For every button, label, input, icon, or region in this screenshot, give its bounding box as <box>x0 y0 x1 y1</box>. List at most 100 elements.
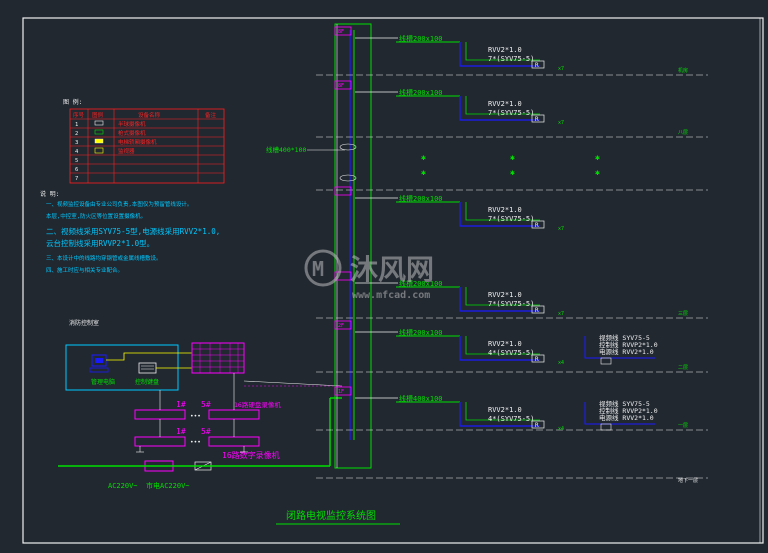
dvr-1 <box>134 409 186 420</box>
branch-extra-label: 视频线 SYV75-5 <box>599 333 650 342</box>
legend-row-no: 6 <box>75 167 78 173</box>
cable-label: 4*(SYV75-5) <box>488 349 534 357</box>
terminal-box <box>531 220 545 229</box>
terminal-box <box>600 357 612 365</box>
terminal-label: R <box>535 222 539 229</box>
break-mark: ✱ <box>595 168 600 177</box>
basement-label: 地下一层 <box>678 477 698 484</box>
terminal-box <box>531 354 545 363</box>
pc-keyboard-icon <box>89 367 109 373</box>
cable-drop <box>459 336 540 361</box>
terminal-box <box>531 60 545 69</box>
pc-screen <box>95 358 103 363</box>
legend-header-remark: 备注 <box>205 111 217 119</box>
legend-row-no: 2 <box>75 131 78 137</box>
power-drop <box>465 96 540 115</box>
watermark-logo-icon <box>304 249 342 287</box>
junction-box <box>334 186 352 196</box>
junction-box <box>334 271 352 281</box>
watermark: M 沐风网 www.mfcad.com <box>304 249 434 301</box>
cable-drop <box>459 42 540 67</box>
notes-heading: 说 明: <box>40 190 59 198</box>
legend-row-no: 5 <box>75 158 78 164</box>
camera-count: x7 <box>558 311 564 317</box>
floor-label: 机房 <box>678 67 688 74</box>
elevator-camera-icon <box>94 138 104 144</box>
branch-extra-label: 控制线 RVVP2*1.0 <box>599 406 658 415</box>
control-keyboard-icon <box>138 362 157 374</box>
power-drop <box>465 287 540 306</box>
junction-box <box>334 320 352 330</box>
branch-extra-label: 视频线 SYV75-5 <box>599 399 650 408</box>
notes-line: 云台控制线采用RVVP2*1.0型。 <box>46 238 154 248</box>
tray-label: 线槽400x100 <box>399 394 443 403</box>
notes-line: 一、视频监控设备由专业公司负责,本图仅为预留管线设计。 <box>46 200 192 208</box>
cable-label: RVV2*1.0 <box>488 291 522 299</box>
video-matrix-rack <box>191 342 245 374</box>
cable-drop <box>459 96 540 121</box>
notes-line: 四、施工时应与相关专业配合。 <box>46 266 123 274</box>
cable-label: RVV2*1.0 <box>488 340 522 348</box>
legend-row-name: 半球摄像机 <box>118 120 146 128</box>
rack-grid <box>192 343 244 373</box>
floor-label: 二层 <box>678 365 688 371</box>
floor-label: 八层 <box>678 130 688 136</box>
terminal-box <box>531 114 545 123</box>
terminal-box <box>531 420 545 429</box>
camera-count: x7 <box>558 120 564 126</box>
dvr-type-label: 16路硬盘录像机 <box>234 400 281 409</box>
control-room-label: 消防控制室 <box>69 319 99 327</box>
operator-desk-box <box>65 344 179 391</box>
legend-row-no: 4 <box>75 149 79 155</box>
riser-diagram: 线槽400*100 ✱ ✱ ✱ ✱ ✱ ✱ 地下一层 机房8F线槽200x100… <box>266 23 708 484</box>
branch-extra-label: 电源线 RVV2*1.0 <box>599 413 654 422</box>
trunk-label: 线槽400*100 <box>266 145 306 154</box>
design-notes: 说 明: 一、视频监控设备由专业公司负责,本图仅为预留管线设计。 本层,中控室,… <box>40 190 220 274</box>
junction-tag: 8F <box>338 83 344 89</box>
legend-row-no: 3 <box>75 140 78 146</box>
terminal-label: R <box>535 116 539 123</box>
branch-extra-label: 控制线 RVVP2*1.0 <box>599 340 658 349</box>
legend-row-name: 电梯轿厢摄像机 <box>118 138 157 146</box>
cable-label: 7*(SYV75-5) <box>488 215 534 223</box>
junction-box <box>334 386 352 396</box>
cable-drop <box>459 287 540 312</box>
legend-row-no: 1 <box>75 122 78 128</box>
terminal-label: R <box>535 356 539 363</box>
break-mark: ✱ <box>510 153 515 162</box>
legend-row-name: 监视器 <box>118 147 135 155</box>
legend-row-no: 7 <box>75 176 78 182</box>
terminal-box <box>531 305 545 314</box>
watermark-text: 沐风网 <box>350 253 434 286</box>
camera-count: x7 <box>558 226 564 232</box>
nvr-type-label: 16路数字录像机 <box>222 450 280 460</box>
tray-label: 线槽200x100 <box>399 194 443 203</box>
camera-count: x4 <box>558 360 564 366</box>
terminal-label: R <box>535 62 539 69</box>
cable-tray-section-icon <box>339 143 357 151</box>
keyboard-label: 控制键盘 <box>135 378 159 386</box>
power-drop <box>465 42 540 61</box>
camera-count: x7 <box>558 66 564 72</box>
junction-tag: 2F <box>338 323 344 329</box>
cable-label: 7*(SYV75-5) <box>488 300 534 308</box>
power-left-label: AC220V~ <box>108 482 138 490</box>
junction-box <box>334 26 352 36</box>
notes-line: 本层,中控室,防火区等位置设置摄像机。 <box>46 212 146 220</box>
svg-text:M: M <box>312 257 324 281</box>
cable-label: RVV2*1.0 <box>488 100 522 108</box>
pc-monitor-icon <box>91 354 107 367</box>
pc-link-line <box>106 352 192 361</box>
power-drop <box>465 202 540 221</box>
nvr-ellipsis: ••• <box>190 439 201 446</box>
break-mark: ✱ <box>595 153 600 162</box>
dvr-1-label: 1# <box>176 400 186 409</box>
terminal-label: R <box>535 307 539 314</box>
nvr-1-label: 1# <box>176 427 186 436</box>
camera-count: x4 <box>558 426 564 432</box>
tray-label: 线槽200x100 <box>399 328 443 337</box>
legend-row-name: 枪式摄像机 <box>118 129 146 137</box>
legend-header-name: 设备名称 <box>138 111 161 119</box>
branch-extra-label: 电源线 RVV2*1.0 <box>599 347 654 356</box>
